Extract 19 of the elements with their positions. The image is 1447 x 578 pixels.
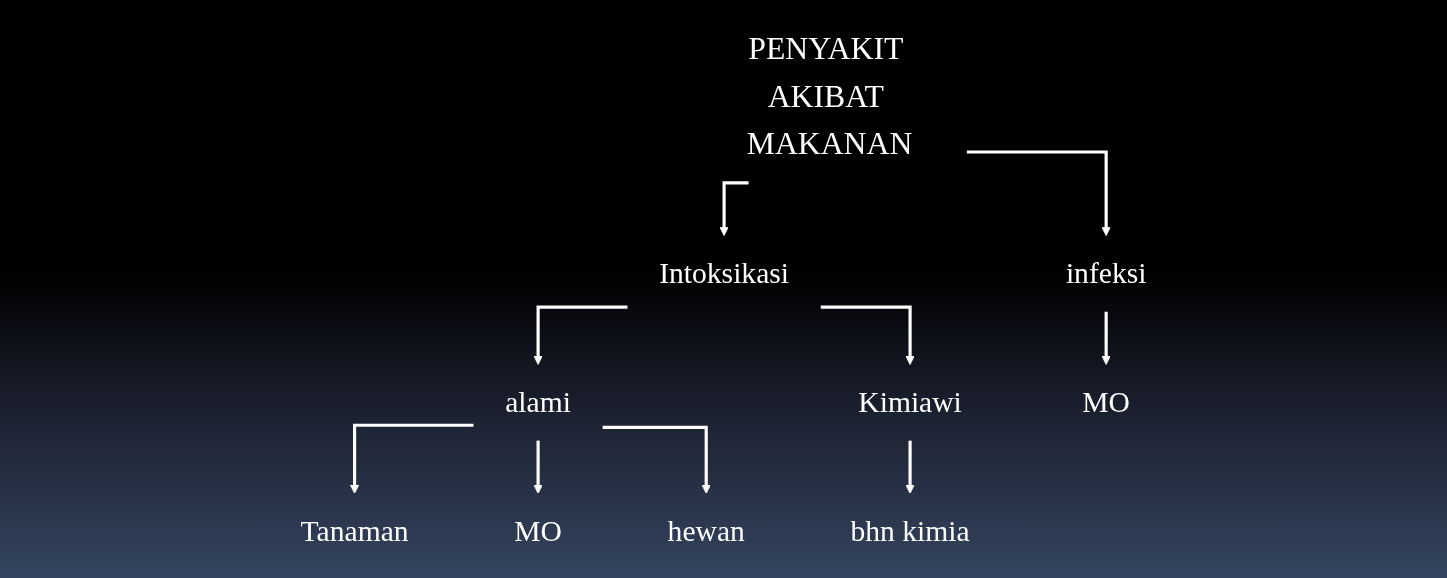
arrow (1101, 310, 1111, 365)
node-text: hewan (667, 514, 745, 548)
arrow (533, 305, 628, 365)
arrow (719, 181, 749, 237)
node-text: Tanaman (300, 514, 409, 548)
node-text: alami (505, 385, 571, 419)
arrow (349, 423, 474, 494)
arrow (820, 305, 915, 365)
node-text: Kimiawi (858, 385, 962, 419)
node-text: MO (514, 514, 562, 548)
arrow (905, 439, 915, 494)
node-text: Intoksikasi (659, 256, 790, 290)
arrow (533, 439, 543, 494)
node-text: PENYAKIT AKIBAT MAKANAN (746, 30, 913, 161)
node-text: infeksi (1065, 256, 1147, 290)
arrow (602, 425, 711, 494)
node-text: MO (1082, 385, 1130, 419)
node-text: bhn kimia (850, 514, 970, 548)
arrow (966, 150, 1111, 237)
